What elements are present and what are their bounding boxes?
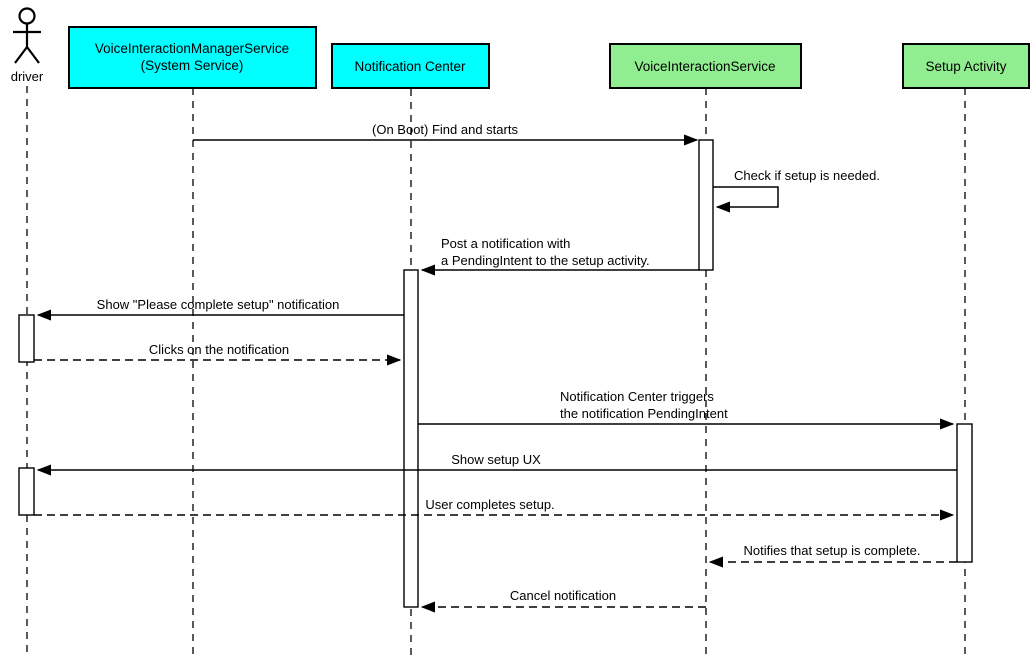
participant-setup-activity: Setup Activity: [902, 43, 1030, 89]
message-label: Show "Please complete setup" notificatio…: [97, 297, 340, 312]
message-label-line1: Notification Center triggers: [560, 389, 714, 404]
actor-head: [18, 7, 36, 25]
participant-box: [68, 26, 317, 89]
message-label: Clicks on the notification: [149, 342, 289, 357]
message-post-notification: Post a notification with a PendingIntent…: [422, 236, 699, 270]
actor-driver-label: driver: [11, 69, 44, 84]
message-label: Cancel notification: [510, 588, 616, 603]
activation-voice-interaction-service: [698, 139, 714, 271]
message-user-completes-setup: User completes setup.: [34, 497, 953, 515]
message-trigger-pending-intent: Notification Center triggers the notific…: [418, 389, 953, 424]
message-check-if-setup-needed: Check if setup is needed.: [713, 168, 880, 207]
actor-leg-right: [26, 46, 40, 64]
participant-box: [902, 43, 1030, 89]
message-label-line2: a PendingIntent to the setup activity.: [441, 253, 650, 268]
participant-voice-interaction-service: VoiceInteractionService: [609, 43, 802, 89]
participant-box: [609, 43, 802, 89]
activation-driver-1: [18, 314, 35, 363]
message-label: User completes setup.: [425, 497, 554, 512]
actor-driver: [13, 7, 41, 64]
participant-voice-interaction-manager-service: VoiceInteractionManagerService (System S…: [68, 26, 317, 89]
actor-leg-left: [14, 46, 28, 64]
message-label: Notifies that setup is complete.: [743, 543, 920, 558]
participant-label: Setup Activity: [925, 59, 1006, 74]
message-on-boot-find-and-starts: (On Boot) Find and starts: [193, 122, 697, 140]
message-label: Show setup UX: [451, 452, 541, 467]
participant-box: [331, 43, 490, 89]
message-clicks-notification: Clicks on the notification: [34, 342, 400, 360]
message-self-line: [713, 186, 779, 207]
message-label-line1: Post a notification with: [441, 236, 570, 251]
message-notifies-setup-complete: Notifies that setup is complete.: [710, 543, 957, 562]
message-cancel-notification: Cancel notification: [422, 588, 706, 607]
message-label-line2: the notification PendingIntent: [560, 406, 728, 421]
participant-label: Notification Center: [354, 59, 466, 74]
participant-label: VoiceInteractionService: [634, 59, 775, 74]
participant-notification-center: Notification Center: [331, 43, 490, 89]
participant-label-line1: VoiceInteractionManagerService: [95, 41, 289, 56]
activation-driver-2: [18, 467, 35, 516]
message-label: Check if setup is needed.: [734, 168, 880, 183]
activation-notification-center: [403, 269, 419, 608]
message-show-setup-notification: Show "Please complete setup" notificatio…: [38, 297, 404, 315]
activation-setup-activity: [956, 423, 973, 563]
message-label: (On Boot) Find and starts: [372, 122, 518, 137]
message-show-setup-ux: Show setup UX: [38, 452, 957, 470]
participant-label-line2: (System Service): [141, 58, 244, 73]
